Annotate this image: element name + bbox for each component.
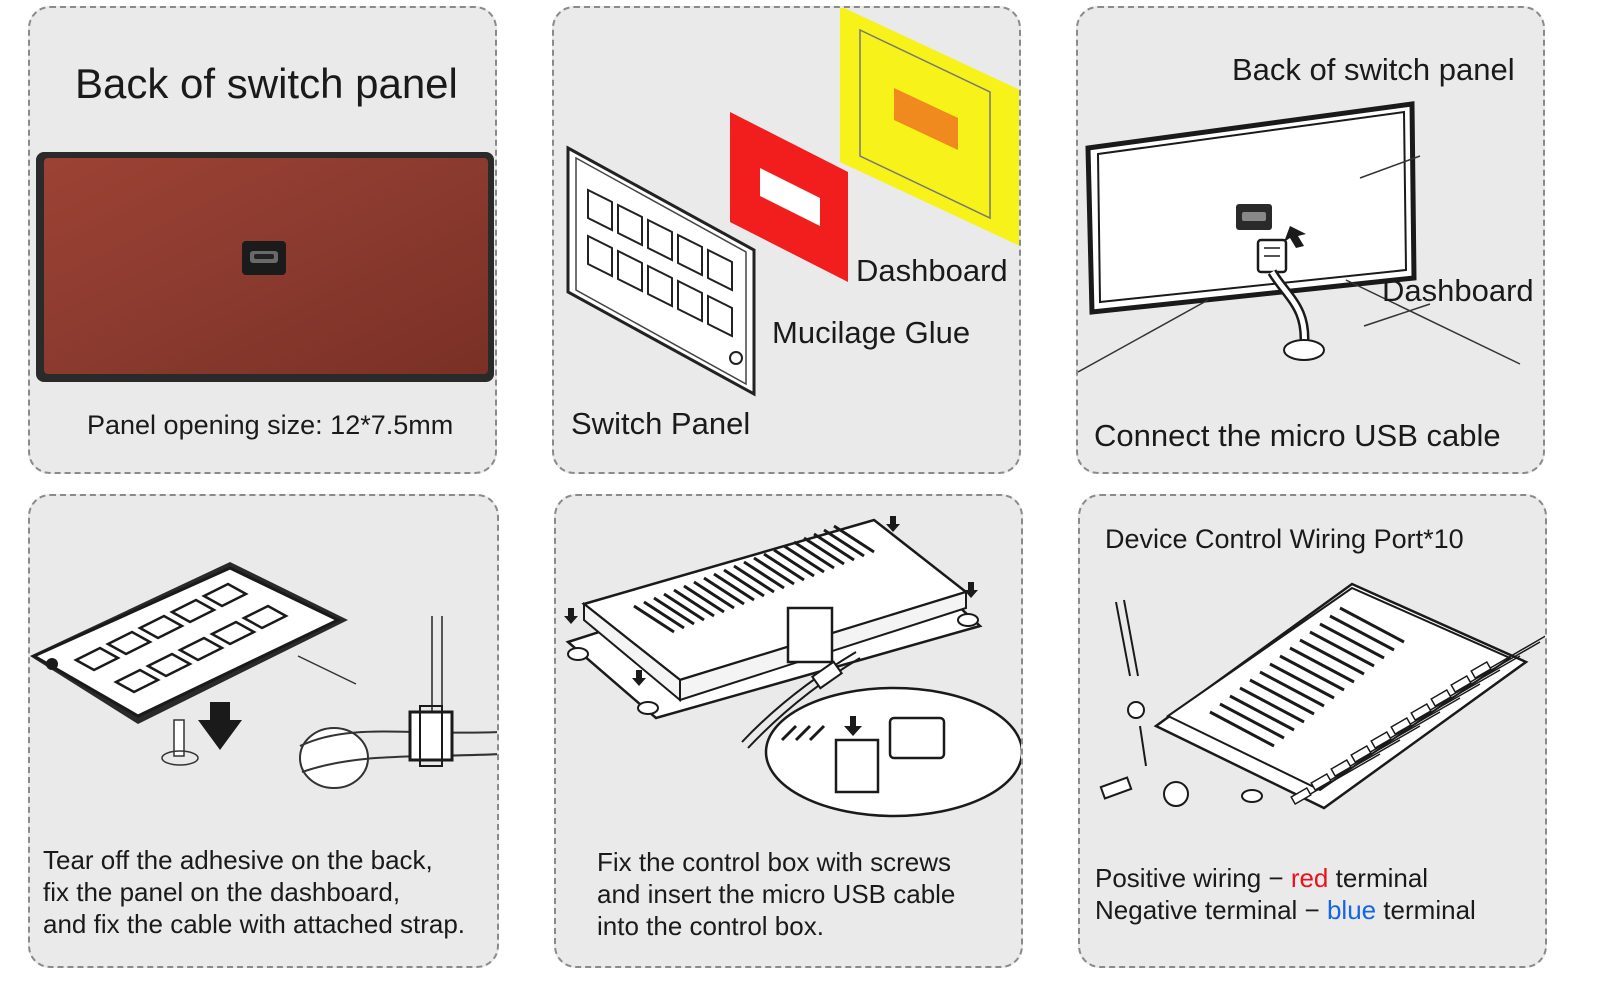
panel-caption: Connect the micro USB cable bbox=[1094, 418, 1501, 453]
caption-line-2: and insert the micro USB cable bbox=[597, 879, 956, 909]
micro-usb-port-icon bbox=[242, 241, 286, 275]
mount-panel-illustration bbox=[30, 562, 497, 789]
step-card-mount-panel: Tear off the adhesive on the back, fix t… bbox=[28, 494, 499, 968]
caption-line-2: fix the panel on the dashboard, bbox=[43, 877, 401, 907]
blue-word: blue bbox=[1326, 895, 1377, 925]
panel-title: Back of switch panel bbox=[75, 60, 458, 107]
step-card-connect-usb: Back of switch panel Dashboard Connect t… bbox=[1076, 6, 1545, 474]
label-mucilage-glue: Mucilage Glue bbox=[772, 315, 971, 350]
panel-caption: Panel opening size: 12*7.5mm bbox=[87, 410, 454, 440]
dashboard-layer bbox=[840, 8, 1019, 246]
red-word: red bbox=[1290, 863, 1329, 893]
usb-connect-illustration bbox=[1078, 101, 1521, 373]
switch-panel-drawing bbox=[566, 145, 756, 397]
step-card-layers: Dashboard Mucilage Glue Switch Panel bbox=[552, 6, 1021, 474]
up-arrow-icon bbox=[1284, 226, 1306, 248]
caption-line-3: into the control box. bbox=[597, 911, 824, 941]
down-arrow-icon bbox=[844, 716, 862, 736]
glue-layer bbox=[730, 112, 848, 282]
panel-back-illustration bbox=[36, 152, 494, 382]
line1-prefix: Positive wiring − bbox=[1095, 863, 1291, 893]
layers-exploded-illustration bbox=[566, 8, 1019, 397]
panel-title: Back of switch panel bbox=[1232, 52, 1515, 87]
caption-line-1: Fix the control box with screws bbox=[597, 847, 952, 877]
line2-prefix: Negative terminal − bbox=[1095, 895, 1327, 925]
switch-key-icon bbox=[73, 582, 289, 694]
positive-wiring-line: Positive wiring − red terminal bbox=[1095, 862, 1428, 894]
down-arrow-icon bbox=[564, 516, 978, 686]
negative-wiring-line: Negative terminal − blue terminal bbox=[1095, 894, 1476, 926]
label-switch-panel: Switch Panel bbox=[571, 406, 751, 441]
caption-line-3: and fix the cable with attached strap. bbox=[43, 909, 466, 939]
down-arrow-icon bbox=[198, 702, 242, 750]
micro-usb-port-icon bbox=[1236, 204, 1272, 230]
label-dashboard: Dashboard bbox=[856, 253, 1008, 288]
switch-key-icon bbox=[587, 188, 733, 338]
step-card-back-of-panel: Back of switch panel Panel opening size:… bbox=[28, 6, 497, 474]
label-dashboard: Dashboard bbox=[1382, 273, 1534, 308]
step-card-wiring: Device Control Wiring Port*10 Positive w… bbox=[1078, 494, 1547, 968]
line1-suffix: terminal bbox=[1328, 863, 1429, 893]
panel-title: Device Control Wiring Port*10 bbox=[1105, 524, 1464, 554]
line2-suffix: terminal bbox=[1376, 895, 1476, 925]
caption-line-1: Tear off the adhesive on the back, bbox=[43, 845, 433, 875]
control-box-illustration bbox=[564, 516, 1021, 818]
wiring-illustration bbox=[1099, 582, 1545, 810]
step-card-fix-control-box: Fix the control box with screws and inse… bbox=[554, 494, 1023, 968]
